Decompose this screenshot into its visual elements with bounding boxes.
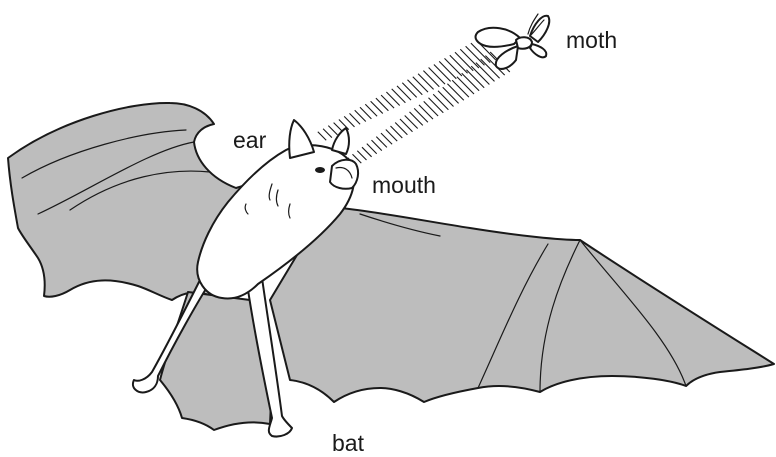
sound-wave-stroke (350, 113, 361, 124)
sound-wave-stroke (443, 87, 459, 103)
sound-wave-stroke (439, 61, 456, 78)
moth-label: moth (566, 27, 617, 53)
sound-wave-stroke (438, 91, 454, 107)
sound-wave-stroke (457, 77, 474, 94)
sound-wave-stroke (447, 84, 463, 101)
sound-wave-stroke (405, 116, 418, 129)
bat-eye (315, 167, 325, 173)
sound-wave-stroke (362, 147, 372, 157)
sound-wave-stroke (476, 63, 495, 82)
mouth-label: mouth (372, 172, 436, 198)
sound-wave-stroke (460, 49, 479, 68)
sound-wave-stroke (424, 101, 438, 116)
sound-wave-stroke (367, 144, 377, 154)
sound-wave-stroke (434, 65, 451, 82)
sound-wave-stroke (471, 66, 489, 84)
bat-label: bat (332, 430, 365, 456)
sound-wave-stroke (462, 73, 479, 91)
sound-wave-stroke (466, 46, 485, 65)
sound-wave-stroke (357, 151, 366, 160)
sound-wave-stroke (402, 83, 416, 98)
sound-wave-stroke (381, 95, 394, 108)
sound-wave-stroke (429, 68, 445, 85)
sound-wave-stroke (413, 77, 428, 92)
sound-wave-stroke (318, 132, 326, 141)
ear-label: ear (233, 127, 267, 153)
sound-wave-stroke (372, 140, 382, 151)
moth-icon (476, 14, 550, 69)
sound-wave-stroke (344, 116, 354, 127)
sound-wave-stroke (423, 71, 439, 87)
sound-wave-stroke (455, 52, 473, 70)
sound-wave-stroke (452, 80, 469, 97)
sound-wave-stroke (419, 105, 433, 119)
sound-wave-stroke (410, 112, 423, 126)
sound-wave-stroke (466, 70, 484, 88)
sound-wave-stroke (386, 92, 399, 106)
right-wing (270, 208, 774, 402)
bat-ear (289, 120, 314, 158)
sound-wave-stroke (433, 94, 448, 109)
sound-wave-stroke (408, 80, 423, 95)
sound-wave-stroke (445, 58, 462, 76)
sound-wave-stroke (414, 108, 428, 122)
sound-wave-stroke (418, 74, 434, 90)
sound-wave-stroke (450, 55, 468, 73)
sound-wave-stroke (328, 126, 337, 135)
sound-wave-stroke (429, 98, 444, 113)
sound-wave-stroke (339, 120, 349, 130)
sound-wave-stroke (392, 89, 406, 103)
sound-wave-stroke (397, 86, 411, 100)
sound-wave-stroke (323, 129, 332, 138)
bat-mouth (330, 160, 358, 189)
